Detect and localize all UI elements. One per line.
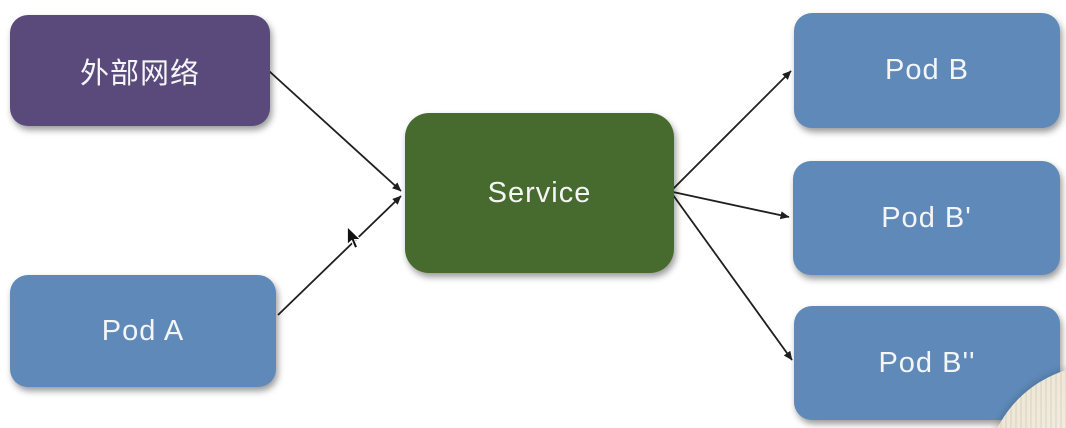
node-pod-b-label: Pod B bbox=[885, 54, 969, 86]
edge-service-to-pod-b bbox=[672, 70, 792, 190]
node-pod-b-double-prime-label: Pod B'' bbox=[878, 346, 976, 379]
node-pod-a: Pod A bbox=[10, 275, 276, 387]
mouse-cursor-icon bbox=[346, 226, 362, 250]
node-pod-b: Pod B bbox=[794, 13, 1060, 128]
edge-service-to-pod-b-double-prime bbox=[672, 194, 793, 361]
node-pod-b-prime: Pod B' bbox=[793, 161, 1060, 275]
edge-external-network-to-service bbox=[268, 70, 402, 192]
node-external-network: 外部网络 bbox=[10, 15, 270, 126]
node-pod-a-label: Pod A bbox=[101, 314, 185, 347]
edge-service-to-pod-b-prime bbox=[672, 191, 790, 220]
node-pod-b-prime-label: Pod B' bbox=[881, 201, 972, 234]
node-service-label: Service bbox=[487, 176, 592, 209]
node-external-network-label: 外部网络 bbox=[79, 57, 200, 90]
edge-pod-a-to-service bbox=[277, 195, 402, 316]
node-service: Service bbox=[405, 113, 674, 273]
